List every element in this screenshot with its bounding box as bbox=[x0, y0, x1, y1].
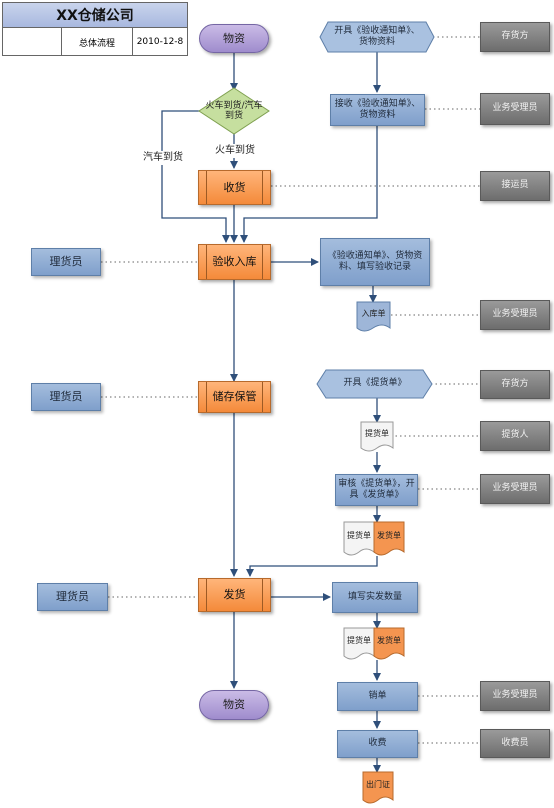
role-storer-1: 理货员 bbox=[31, 248, 101, 276]
role-business-clerk-2: 业务受理员 bbox=[480, 300, 550, 330]
role-storer-3: 理货员 bbox=[37, 583, 108, 611]
doc-exit-pass: 出门证 bbox=[366, 780, 390, 789]
process-storage: 储存保管 bbox=[198, 381, 271, 413]
process-shipping: 发货 bbox=[198, 578, 271, 612]
role-cargo-owner-2: 存货方 bbox=[480, 370, 550, 399]
process-inbound: 验收入库 bbox=[198, 244, 271, 280]
decision-shape bbox=[198, 87, 270, 135]
role-transport-clerk: 接运员 bbox=[480, 171, 550, 201]
doc-shape-pick-slip bbox=[360, 421, 394, 452]
role-business-clerk-1: 业务受理员 bbox=[480, 93, 550, 125]
doc-shape-exit-pass bbox=[362, 771, 394, 804]
end-terminal: 物资 bbox=[199, 690, 269, 720]
doc-ship-slip-2: 发货单 bbox=[377, 531, 401, 540]
role-picker: 提货人 bbox=[480, 421, 550, 451]
step-review: 审核《提货单》，开具《发货单》 bbox=[335, 474, 418, 506]
role-business-clerk-4: 业务受理员 bbox=[480, 681, 550, 711]
edge-label-train: 火车到货 bbox=[212, 144, 258, 158]
flow-truck-to-inbound bbox=[161, 110, 230, 243]
process-receive: 收货 bbox=[198, 170, 271, 205]
doc-shape-pick-slip-2 bbox=[343, 521, 375, 556]
company-title: XX仓储公司 bbox=[56, 8, 134, 24]
edge-label-truck: 汽车到货 bbox=[140, 151, 186, 165]
role-storer-2: 理货员 bbox=[31, 383, 101, 411]
doc-shape-inbound-slip bbox=[356, 301, 391, 332]
step-pick-order: 开具《提货单》 bbox=[343, 378, 407, 389]
step-cancel: 销单 bbox=[337, 682, 418, 711]
flow-docs-to-ship bbox=[246, 556, 378, 577]
subtitle: 总体流程 bbox=[62, 28, 133, 56]
role-cashier: 收费员 bbox=[480, 729, 550, 758]
doc-pick-slip: 提货单 bbox=[365, 429, 389, 438]
doc-shape-pick-slip-3 bbox=[343, 627, 375, 660]
decision-label: 火车到货/汽车到货 bbox=[205, 100, 263, 121]
role-cargo-owner-1: 存货方 bbox=[480, 22, 550, 52]
header-company-bar: XX仓储公司 bbox=[3, 3, 187, 28]
step-fee: 收费 bbox=[337, 730, 418, 758]
flow-accept-to-inbound bbox=[240, 126, 378, 243]
step-notice: 开具《验收通知单》、货物资料 bbox=[334, 25, 420, 47]
notice-hexagon bbox=[319, 21, 435, 53]
header-box: XX仓储公司 总体流程 2010-12-8 bbox=[2, 2, 188, 56]
header-blank-cell bbox=[3, 28, 62, 56]
start-terminal: 物资 bbox=[199, 24, 269, 53]
pickorder-hexagon bbox=[316, 369, 433, 399]
doc-shape-ship-slip-2 bbox=[373, 521, 405, 556]
doc-inbound-slip: 入库单 bbox=[361, 309, 386, 318]
doc-ship-slip-3: 发货单 bbox=[377, 636, 401, 645]
step-accept-notice: 接收《验收通知单》、货物资料 bbox=[330, 94, 425, 126]
step-inbound-docs: 《验收通知单》、货物资料、填写验收记录 bbox=[320, 238, 430, 286]
date: 2010-12-8 bbox=[136, 37, 184, 47]
step-fill-qty: 填写实发数量 bbox=[332, 582, 418, 613]
role-business-clerk-3: 业务受理员 bbox=[480, 474, 550, 504]
doc-shape-ship-slip-3 bbox=[373, 627, 405, 660]
doc-pick-slip-3: 提货单 bbox=[347, 636, 371, 645]
doc-pick-slip-2: 提货单 bbox=[347, 531, 371, 540]
